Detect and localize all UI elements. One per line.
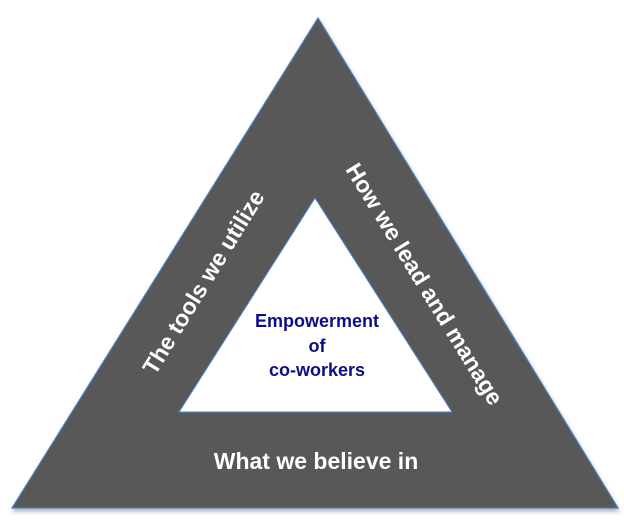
- center-label-line-1: Empowerment: [255, 311, 379, 331]
- inner-triangle: [178, 197, 453, 413]
- center-label-line-3: co-workers: [269, 360, 365, 380]
- center-label-line-2: of: [309, 336, 327, 356]
- bottom-side-label: What we believe in: [214, 448, 419, 474]
